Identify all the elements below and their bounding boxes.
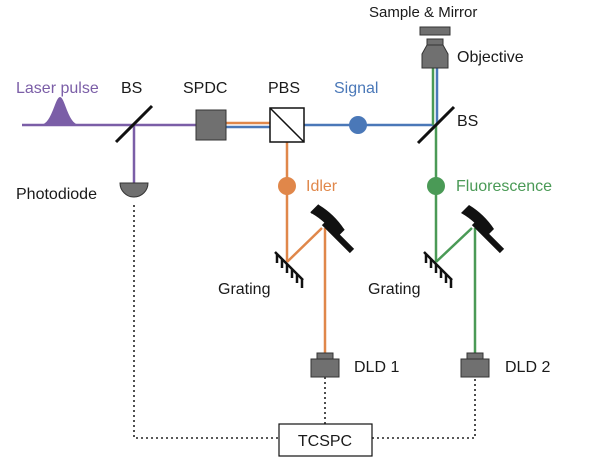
grating-left-label: Grating [218, 281, 270, 298]
grating-right [423, 251, 453, 288]
signal-marker [349, 116, 367, 134]
bs-right-label: BS [457, 113, 478, 130]
photodiode-label: Photodiode [16, 186, 97, 203]
idler-beam [285, 142, 327, 353]
laser-pulse-shape [40, 97, 80, 125]
bs-left-label: BS [121, 80, 142, 97]
dld2-detector [460, 352, 490, 378]
idler-marker [278, 177, 296, 195]
grating-right-label: Grating [368, 281, 420, 298]
photodiode [119, 182, 149, 198]
electronic-connections [133, 205, 476, 439]
dld1-label: DLD 1 [354, 359, 399, 376]
signal-beam [304, 68, 439, 127]
objective-label: Objective [457, 49, 524, 66]
polarizing-beam-splitter [269, 107, 305, 143]
spdc-crystal [195, 109, 227, 141]
idler-label: Idler [306, 178, 338, 195]
dld2-label: DLD 2 [505, 359, 550, 376]
tcspc-label: TCSPC [298, 433, 352, 450]
curved-mirror-left [310, 204, 355, 254]
laser-beam [22, 97, 196, 183]
sample-mirror-label: Sample & Mirror [369, 4, 477, 21]
spdc-output-beam [226, 121, 270, 129]
curved-mirror-right [461, 205, 505, 254]
fluorescence-label: Fluorescence [456, 178, 552, 195]
grating-left [274, 251, 304, 288]
spdc-label: SPDC [183, 80, 227, 97]
objective-lens [421, 38, 449, 69]
sample-mirror [419, 26, 451, 36]
signal-label: Signal [334, 80, 378, 97]
dld1-detector [310, 352, 340, 378]
beam-splitter-right [416, 105, 456, 145]
tcspc-box [278, 423, 373, 457]
fluorescence-marker [427, 177, 445, 195]
pbs-label: PBS [268, 80, 300, 97]
laser-pulse-label: Laser pulse [16, 80, 99, 97]
beam-splitter-left [114, 104, 154, 144]
